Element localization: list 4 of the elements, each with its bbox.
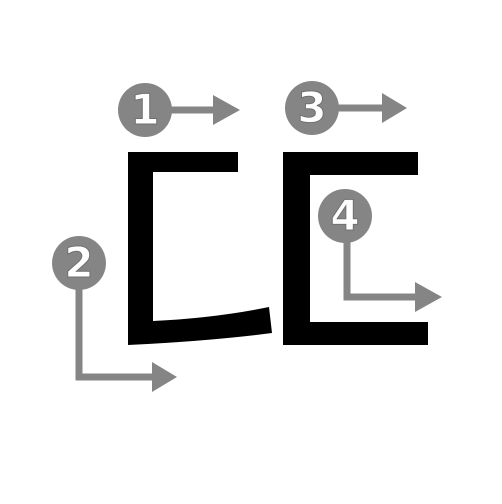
callout-number: 4 bbox=[318, 189, 372, 243]
callout-number: 1 bbox=[118, 83, 172, 137]
callout-number: 2 bbox=[52, 236, 106, 290]
callout-number: 3 bbox=[285, 81, 339, 135]
